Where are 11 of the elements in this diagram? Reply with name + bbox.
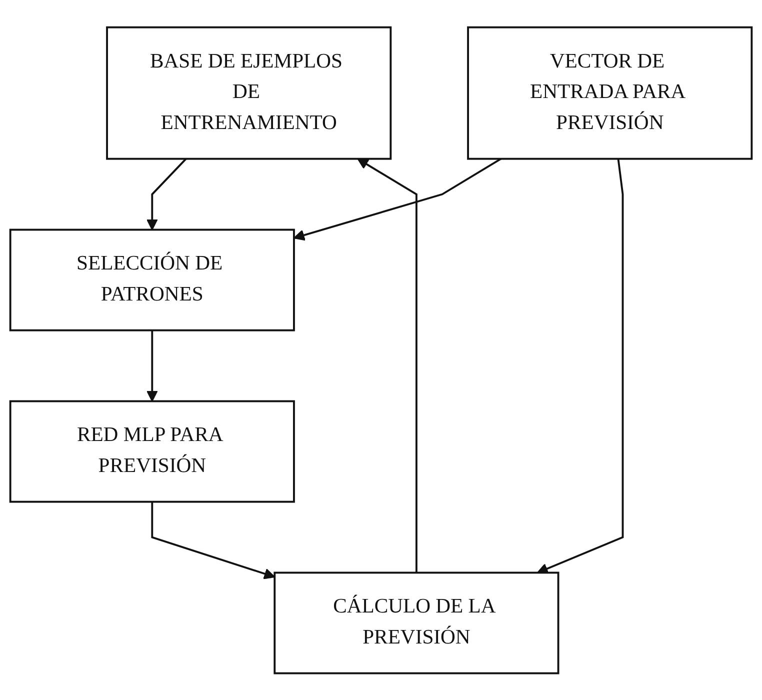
arrow	[146, 330, 158, 402]
node-box: SELECCIÓN DE PATRONES	[9, 228, 295, 331]
node-box: CÁLCULO DE LA PREVISIÓN	[274, 571, 560, 674]
node-box: RED MLP PARA PREVISIÓN	[9, 400, 295, 502]
arrow	[146, 158, 187, 230]
arrow	[357, 158, 418, 572]
arrow	[536, 158, 624, 574]
arrow	[151, 501, 276, 579]
arrow	[293, 158, 502, 240]
node-box: VECTOR DE ENTRADA PARA PREVISIÓN	[467, 26, 753, 160]
node-box: BASE DE EJEMPLOS DE ENTRENAMIENTO	[106, 26, 392, 160]
